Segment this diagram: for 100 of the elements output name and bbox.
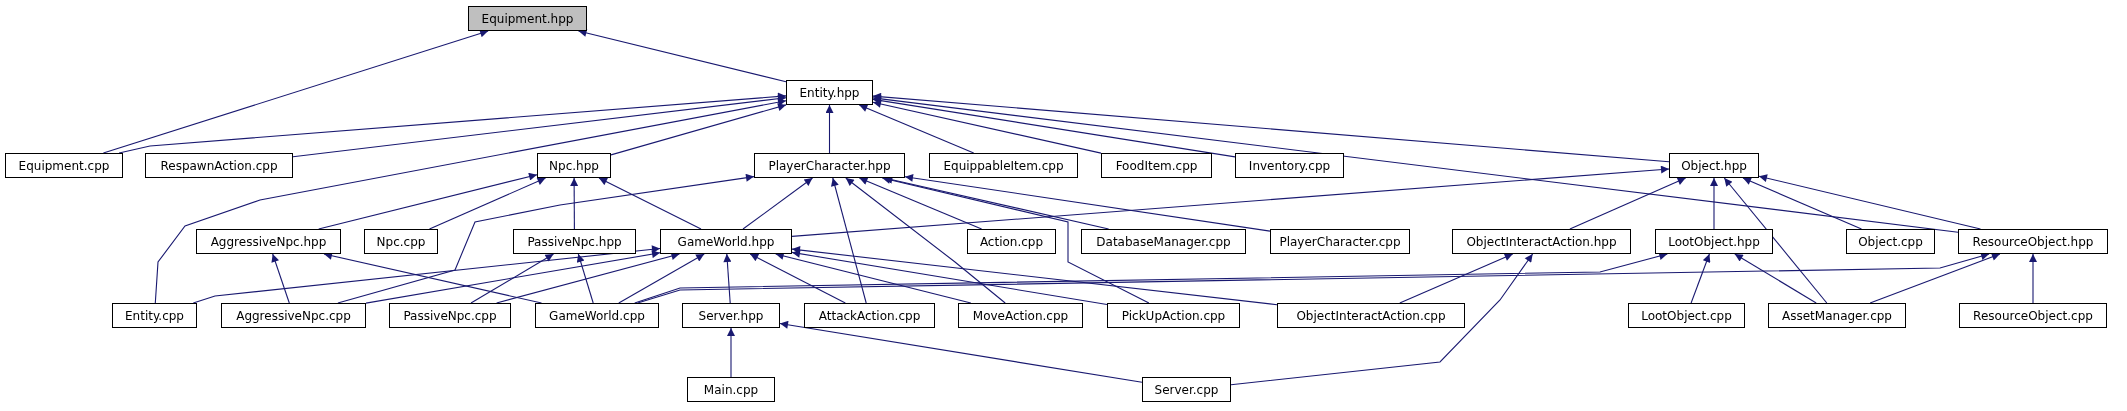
arrow xyxy=(749,253,846,304)
arrow xyxy=(292,94,787,158)
arrow xyxy=(872,92,1670,163)
file-box xyxy=(804,303,935,328)
file-name: ObjectInteractAction.hpp xyxy=(1466,233,1617,251)
file-name: DatabaseManager.cpp xyxy=(1096,233,1231,251)
file-box xyxy=(221,303,366,328)
arrow xyxy=(1723,177,1828,304)
arrow xyxy=(634,252,1668,304)
arrow xyxy=(570,177,579,230)
file-name: Server.cpp xyxy=(1154,381,1219,399)
file-name: PassiveNpc.hpp xyxy=(527,233,622,251)
file-box xyxy=(535,303,659,328)
arrow xyxy=(428,177,547,230)
file-box xyxy=(786,80,873,105)
file-name: Npc.cpp xyxy=(376,233,426,251)
arrow xyxy=(2029,253,2037,304)
file-name: LootObject.hpp xyxy=(1668,233,1760,251)
arrow xyxy=(577,29,787,83)
arrow xyxy=(470,253,555,304)
arrow xyxy=(723,253,732,304)
file-box xyxy=(1655,229,1773,254)
file-box xyxy=(1669,153,1759,178)
arrow xyxy=(1710,177,1718,230)
file-box xyxy=(5,153,123,178)
arrow xyxy=(1742,177,1863,230)
file-name: RespawnAction.cpp xyxy=(160,157,278,175)
file-box xyxy=(1081,229,1246,254)
arrow xyxy=(1758,174,1982,230)
arrow xyxy=(192,245,661,304)
arrow xyxy=(496,252,680,304)
file-box xyxy=(967,229,1056,254)
arrow xyxy=(831,177,867,304)
file-name: PlayerCharacter.cpp xyxy=(1279,233,1401,251)
arrow xyxy=(102,29,489,154)
file-box xyxy=(1628,303,1745,328)
file-name: Server.hpp xyxy=(698,307,764,325)
arrow xyxy=(791,246,1278,306)
file-name: AggressiveNpc.hpp xyxy=(210,233,327,251)
arrow xyxy=(1734,253,1817,304)
file-name: ObjectInteractAction.cpp xyxy=(1296,307,1446,325)
arrow xyxy=(610,103,787,156)
file-name: Inventory.cpp xyxy=(1248,157,1331,175)
arrow xyxy=(154,98,787,304)
arrow xyxy=(1569,177,1687,230)
arrow xyxy=(1399,253,1514,304)
arrow xyxy=(337,173,755,304)
arrow xyxy=(825,104,834,154)
file-box xyxy=(1101,153,1212,178)
file-box xyxy=(958,303,1083,328)
file-name: PlayerCharacter.hpp xyxy=(768,157,891,175)
arrow xyxy=(904,173,1271,232)
file-box xyxy=(537,153,611,178)
arrow xyxy=(872,94,1959,233)
file-name: FoodItem.cpp xyxy=(1115,157,1198,175)
file-box xyxy=(682,303,780,328)
file-box xyxy=(1107,303,1240,328)
file-box xyxy=(513,229,636,254)
file-name: PickUpAction.cpp xyxy=(1121,307,1226,325)
file-name: AggressiveNpc.cpp xyxy=(236,307,351,325)
arrow xyxy=(727,327,735,378)
file-name: Entity.cpp xyxy=(125,307,184,325)
file-name: Entity.hpp xyxy=(799,84,860,102)
arrow xyxy=(775,252,972,304)
file-box xyxy=(929,153,1078,178)
file-name: PassiveNpc.cpp xyxy=(403,307,497,325)
file-box xyxy=(1958,229,2108,254)
file-name: ResourceObject.cpp xyxy=(1973,307,2093,325)
file-name: LootObject.cpp xyxy=(1641,307,1732,325)
file-box xyxy=(389,303,511,328)
file-box xyxy=(1270,229,1410,254)
file-name: Equipment.hpp xyxy=(481,10,574,28)
file-box xyxy=(1768,303,1906,328)
file-name: Action.cpp xyxy=(979,233,1044,251)
file-box xyxy=(1452,229,1631,254)
file-box xyxy=(1959,303,2107,328)
file-box xyxy=(145,153,293,178)
arrow xyxy=(872,100,1102,154)
arrow xyxy=(742,177,814,230)
file-name: Main.cpp xyxy=(703,381,759,399)
arrow xyxy=(618,253,705,304)
arrow xyxy=(271,253,290,304)
arrow xyxy=(598,177,702,230)
arrow xyxy=(637,252,1990,304)
arrow xyxy=(791,165,1670,237)
arrow xyxy=(791,249,1108,306)
arrow xyxy=(576,253,594,304)
file-name: GameWorld.cpp xyxy=(549,307,645,325)
file-box xyxy=(364,229,438,254)
file-box xyxy=(660,229,792,254)
file-box xyxy=(1142,377,1231,402)
file-name: AttackAction.cpp xyxy=(818,307,921,325)
file-name: AssetManager.cpp xyxy=(1782,307,1892,325)
file-name: ResourceObject.hpp xyxy=(1972,233,2094,251)
arrow xyxy=(365,250,661,304)
arrow xyxy=(858,177,983,230)
file-name: Equipment.cpp xyxy=(18,157,110,175)
arrow xyxy=(1690,253,1711,304)
file-name: Object.cpp xyxy=(1858,233,1923,251)
file-box xyxy=(687,377,775,402)
